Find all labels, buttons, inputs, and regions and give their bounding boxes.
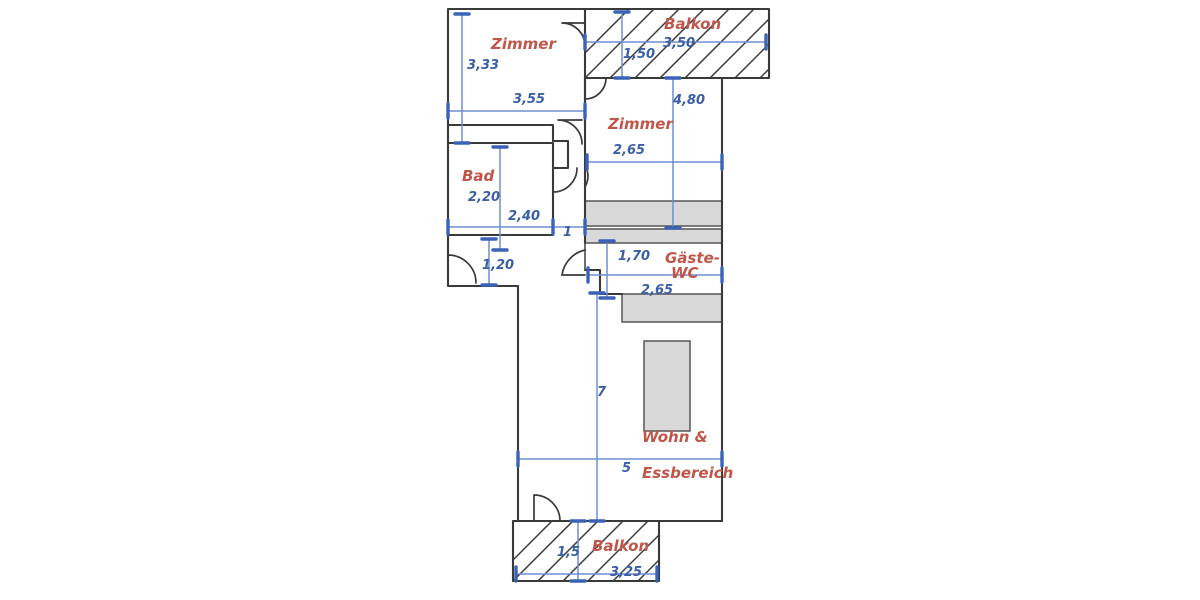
door-zimmer-mid bbox=[584, 77, 607, 100]
door-symbols bbox=[447, 22, 607, 522]
dimension-lines bbox=[446, 10, 768, 583]
wall-wc-lower-left bbox=[583, 268, 624, 296]
wall-bad-top bbox=[446, 123, 555, 143]
door-diele-left bbox=[447, 254, 477, 284]
wall-balkon-top bbox=[583, 7, 771, 80]
block-wohn-island bbox=[643, 340, 691, 432]
block-upper-wide bbox=[584, 200, 723, 227]
block-lower-wc bbox=[621, 293, 723, 323]
door-wc bbox=[561, 249, 586, 276]
door-zimmer-topleft bbox=[561, 22, 586, 47]
gray-blocks bbox=[584, 200, 723, 432]
balkon-top-hatching bbox=[585, 9, 769, 78]
door-bad bbox=[552, 167, 578, 193]
balkon-bottom bbox=[511, 519, 661, 583]
door-zimmer-bottomleft bbox=[557, 119, 583, 145]
wall-diele bbox=[446, 238, 520, 523]
door-balkon-bottom bbox=[533, 494, 561, 522]
wall-balkon-bottom bbox=[511, 519, 661, 583]
wall-outline bbox=[446, 7, 771, 523]
wall-flur-niche bbox=[551, 139, 570, 170]
